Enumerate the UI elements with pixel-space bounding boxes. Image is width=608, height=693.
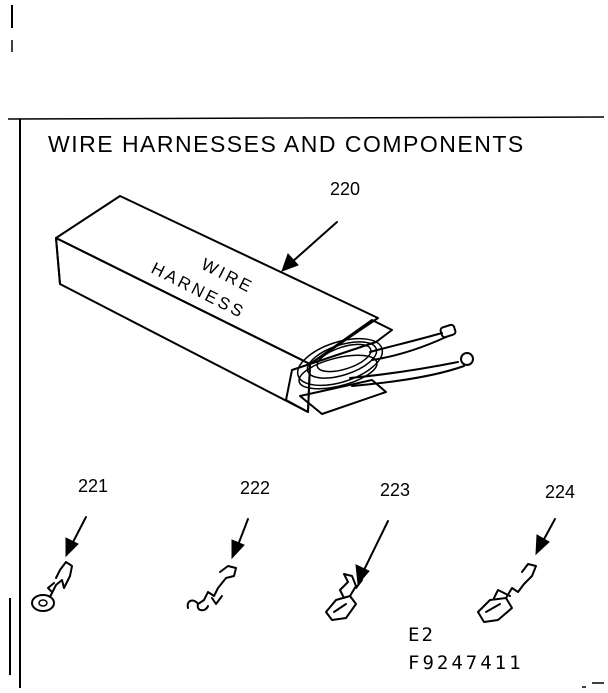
spade-terminal-icon: [325, 573, 363, 621]
frame-top-border: [7, 116, 605, 120]
arrow-221: [65, 516, 87, 558]
code-line-1: E2: [408, 624, 435, 646]
arrow-224: [535, 518, 556, 556]
arrow-220: [281, 221, 338, 272]
diagram-title: WIRE HARNESSES AND COMPONENTS: [48, 131, 525, 157]
part-number-222: 222: [240, 478, 270, 498]
arrow-222: [231, 518, 249, 560]
part-number-220: 220: [330, 179, 360, 199]
flag-terminal-icon: [477, 563, 537, 623]
part-number-221: 221: [78, 476, 108, 496]
code-line-2: F9247411: [408, 652, 524, 674]
ring-terminal-icon: [31, 561, 73, 612]
part-number-223: 223: [380, 480, 410, 500]
part-number-224: 224: [545, 482, 575, 502]
hook-terminal-icon: [186, 565, 237, 612]
arrow-223: [355, 520, 389, 586]
wire-harness-box-icon: [55, 195, 474, 415]
